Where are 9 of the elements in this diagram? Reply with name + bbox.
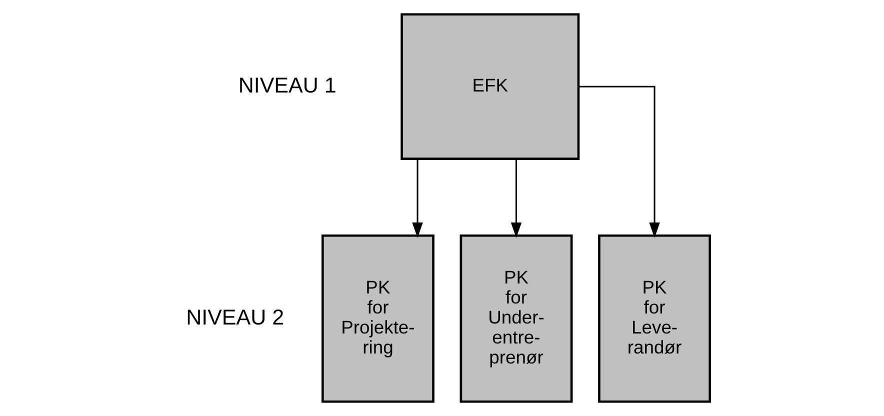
node-box: PK for Projekte- ring — [321, 234, 434, 403]
label: NIVEAU 2 — [186, 305, 284, 330]
node-box: EFK — [400, 13, 580, 160]
arrow — [510, 159, 522, 238]
arrow — [578, 86, 660, 238]
node-box: PK for Under- entre- prenør — [459, 234, 572, 403]
arrow — [412, 159, 422, 238]
node-box: PK for Leve- randør — [598, 234, 710, 403]
label: NIVEAU 1 — [238, 73, 336, 98]
